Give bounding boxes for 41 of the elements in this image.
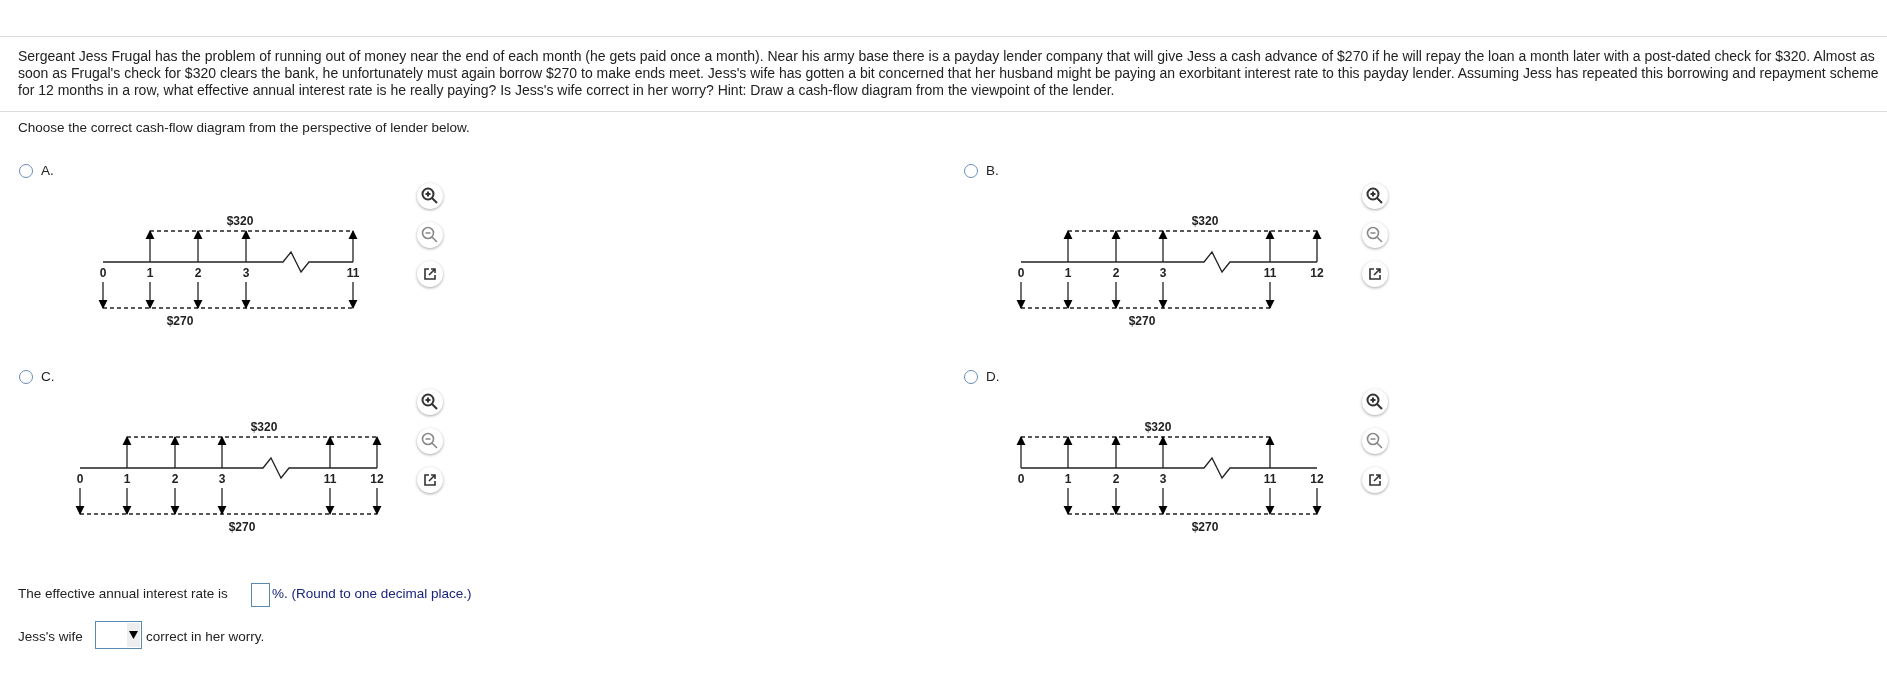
- amount-label: $320: [1189, 214, 1221, 228]
- period-number: 3: [1159, 266, 1167, 280]
- period-number: 0: [99, 266, 107, 280]
- period-number: 12: [1310, 472, 1324, 486]
- period-number: 11: [1263, 266, 1277, 280]
- period-number: 11: [1263, 472, 1277, 486]
- option-letter: D.: [986, 369, 1000, 384]
- period-number: 12: [1310, 266, 1324, 280]
- amount-label: $320: [1142, 420, 1174, 434]
- instruction-text: Choose the correct cash-flow diagram from the perspective of lender below.: [18, 120, 470, 135]
- period-number: 3: [242, 266, 250, 280]
- amount-label: $320: [248, 420, 280, 434]
- option-letter: A.: [41, 163, 54, 178]
- amount-label: $270: [1128, 314, 1156, 328]
- period-number: 11: [323, 472, 337, 486]
- question-text: Jess's wife: [18, 629, 83, 644]
- amount-label: $320: [224, 214, 256, 228]
- amount-label: $270: [166, 314, 194, 328]
- option-letter: B.: [986, 163, 999, 178]
- problem-text: Sergeant Jess Frugal has the problem of running out of money near the end of each month (he gets paid once a month). Near his army base there is a payday lender company that will give Jess a cash advance of $270 if he will repay the loan a month later with a post-dated check for $320. Almost as soon as Frugal's check for $320 clears the bank, he unfortunately must again borrow $270 to make ends meet. Jess's wife has gotten a bit concerned that her husband might be paying an exorbitant interest rate to this payday lender. Assuming Jess has repeated this borrowing and repayment scheme for 12 months in a row, what effective annual interest rate is he really paying? Is Jess's wife correct in her worry? Hint: Draw a cash-flow diagram from the viewpoint of the lender.: [18, 48, 1880, 99]
- amount-label: $270: [1191, 520, 1219, 534]
- period-number: 1: [146, 266, 154, 280]
- period-number: 2: [194, 266, 202, 280]
- period-number: 2: [1112, 472, 1120, 486]
- question-text: correct in her worry.: [146, 629, 265, 644]
- option-letter: C.: [41, 369, 55, 384]
- period-number: 1: [123, 472, 131, 486]
- period-number: 12: [370, 472, 384, 486]
- period-number: 2: [171, 472, 179, 486]
- period-number: 11: [346, 266, 360, 280]
- period-number: 0: [1017, 266, 1025, 280]
- question-text: The effective annual interest rate is: [18, 586, 228, 601]
- period-number: 0: [1017, 472, 1025, 486]
- period-number: 2: [1112, 266, 1120, 280]
- period-number: 1: [1064, 472, 1072, 486]
- period-number: 1: [1064, 266, 1072, 280]
- note-text: %. (Round to one decimal place.): [272, 586, 472, 601]
- period-number: 3: [218, 472, 226, 486]
- period-number: 3: [1159, 472, 1167, 486]
- period-number: 0: [76, 472, 84, 486]
- amount-label: $270: [228, 520, 256, 534]
